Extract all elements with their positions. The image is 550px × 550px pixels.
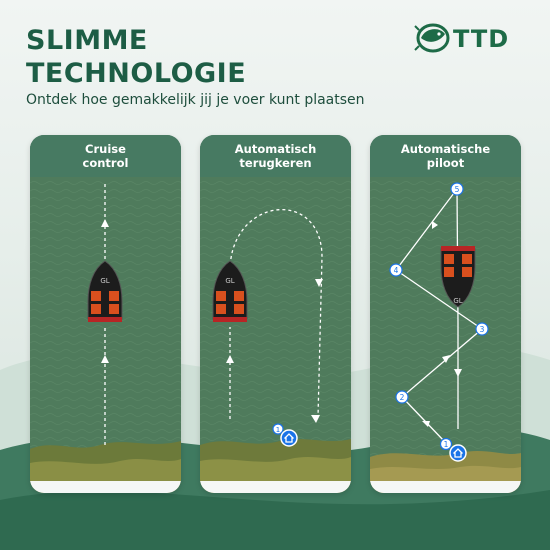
waypoint-marker-3: 3 [475,322,489,336]
waypoint-marker-1: 1 [272,423,284,435]
waypoint-label: 1 [444,440,449,449]
home-icon [280,429,298,447]
waypoint-marker-2: 2 [395,390,409,404]
panel-title-line-2: control [82,156,129,170]
waypoint-label: 2 [400,393,405,402]
cruise-path-arrow [101,183,109,445]
route-direction-arrows [422,221,462,427]
waypoint-marker-4: 4 [389,263,403,277]
waypoint-label: 3 [480,325,485,334]
title-line-2: TECHNOLOGIE [26,58,247,89]
waypoint-label: 5 [455,185,460,194]
waypoint-marker-1: 1 [439,437,453,451]
bait-boat-icon: GL [212,260,248,322]
title-line-1: SLIMME [26,25,148,56]
boat-label: GL [100,277,109,285]
brand-logo: TTD [413,20,525,56]
panel-title-line-1: Cruise [85,142,126,156]
panel-title-line-1: Automatisch [234,142,317,156]
panel-title-line-2: piloot [426,156,465,170]
bait-boat-icon: GL [87,260,123,322]
logo-text: TTD [453,25,509,53]
page-subtitle: Ontdek hoe gemakkelijk jij je voer kunt … [26,92,365,108]
waypoint-label: 4 [394,266,399,275]
panel-scene: GL [30,177,181,493]
boat-label: GL [225,277,234,285]
panel-automatisch-terugkeren: Automatisch terugkeren GL [200,135,351,493]
waypoint-label: 1 [276,426,280,434]
panel-title-line-1: Automatische [400,142,491,156]
return-path-arrow [226,209,323,423]
panel-cruise-control: Cruise control GL [30,135,181,493]
panel-title: Cruise control [30,135,181,177]
page-title: SLIMME TECHNOLOGIE [26,24,246,90]
panel-scene: GL 5 4 3 2 1 [370,177,521,493]
boat-label: GL [453,297,462,305]
bait-boat-icon [440,246,476,308]
waypoint-marker-5: 5 [450,182,464,196]
carp-fish-logo-icon [414,23,450,53]
panel-scene: GL 1 [200,177,351,493]
panel-automatische-piloot: Automatische piloot [370,135,521,493]
panel-title: Automatisch terugkeren [200,135,351,177]
panel-title: Automatische piloot [370,135,521,177]
panel-title-line-2: terugkeren [239,156,312,170]
home-icon [449,444,467,462]
